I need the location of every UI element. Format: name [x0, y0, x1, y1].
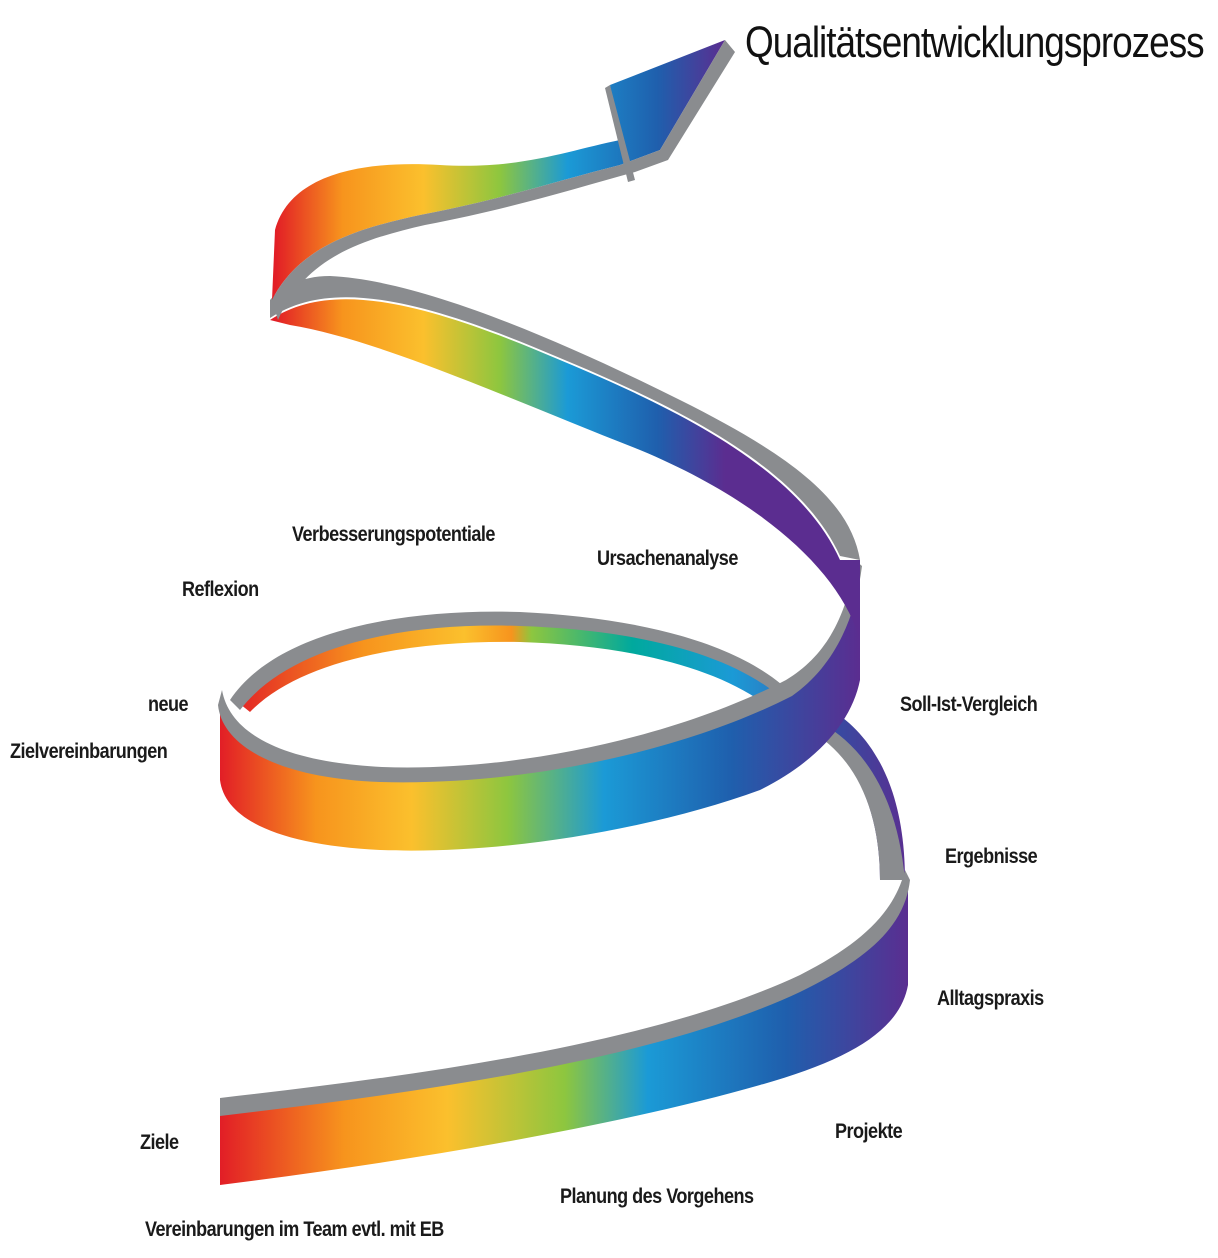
label-zielvereinbarungen: Zielvereinbarungen — [10, 740, 168, 763]
bottom-band — [220, 870, 910, 1185]
top-arrow-band — [272, 40, 735, 320]
label-vereinbarungen-im-team: Vereinbarungen im Team evtl. mit EB — [145, 1218, 444, 1241]
label-alltagspraxis: Alltagspraxis — [937, 987, 1044, 1010]
label-projekte: Projekte — [835, 1120, 903, 1143]
label-ziele: Ziele — [140, 1131, 179, 1154]
page-title: Qualitätsentwicklungsprozess — [745, 18, 1205, 67]
label-planung-des-vorgehens: Planung des Vorgehens — [560, 1185, 754, 1208]
label-verbesserungspotentiale: Verbesserungspotentiale — [292, 523, 495, 546]
label-neue: neue — [148, 693, 189, 716]
label-reflexion: Reflexion — [182, 578, 259, 601]
upper-diagonal-band — [270, 276, 860, 640]
label-ursachenanalyse: Ursachenanalyse — [597, 547, 738, 570]
label-soll-ist-vergleich: Soll-Ist-Vergleich — [900, 693, 1038, 716]
middle-loop-front — [218, 560, 862, 851]
middle-loop-back — [230, 611, 798, 712]
label-ergebnisse: Ergebnisse — [945, 845, 1038, 868]
